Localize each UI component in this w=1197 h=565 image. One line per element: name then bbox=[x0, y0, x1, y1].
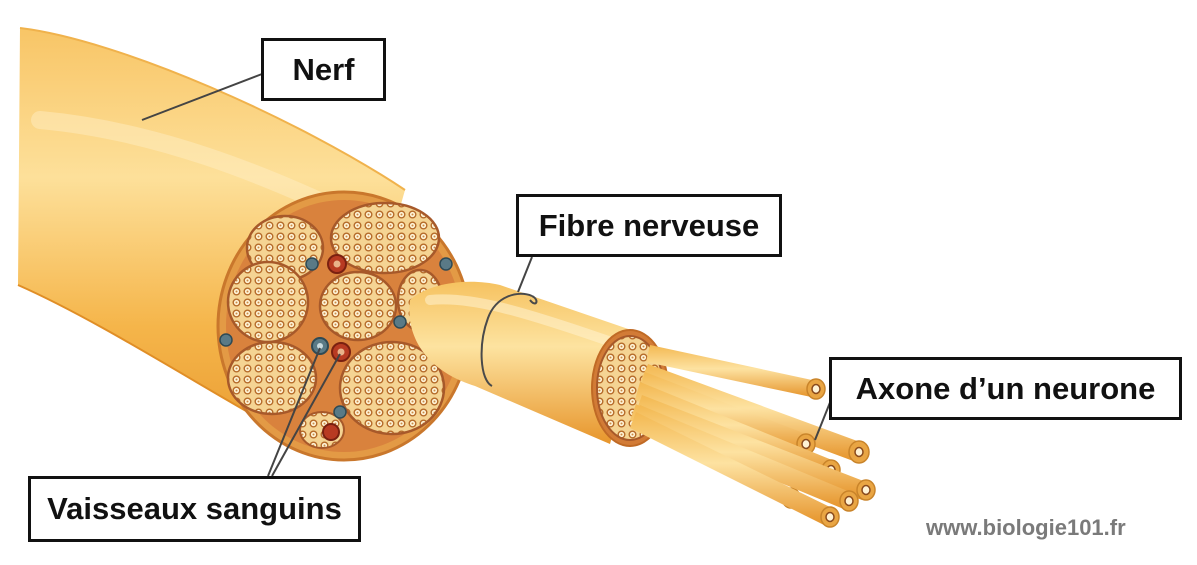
axon bbox=[630, 412, 840, 528]
nerve-fibre bbox=[409, 281, 669, 447]
fascicle-bundle bbox=[226, 201, 446, 449]
nerf-label: Nerf bbox=[261, 38, 386, 101]
fibre-nerveuse-label: Fibre nerveuse bbox=[516, 194, 782, 257]
blood-vessel bbox=[219, 254, 453, 441]
axon bbox=[646, 345, 826, 400]
vaisseaux-leader-line-2 bbox=[271, 353, 341, 477]
nerf-leader-line bbox=[141, 73, 263, 121]
axone-leader-line bbox=[814, 399, 832, 441]
fibre-leader-line bbox=[517, 256, 533, 293]
watermark: www.biologie101.fr bbox=[926, 515, 1126, 540]
vaisseaux-leader-line-1 bbox=[267, 347, 321, 477]
nerve-cross-section bbox=[216, 190, 472, 462]
leader-lines bbox=[141, 73, 832, 477]
axon bbox=[636, 395, 876, 501]
axon bbox=[634, 405, 859, 512]
axone-label: Axone d’un neurone bbox=[829, 357, 1182, 420]
vaisseaux-sanguins-label: Vaisseaux sanguins bbox=[28, 476, 361, 542]
axon-group bbox=[630, 345, 876, 528]
